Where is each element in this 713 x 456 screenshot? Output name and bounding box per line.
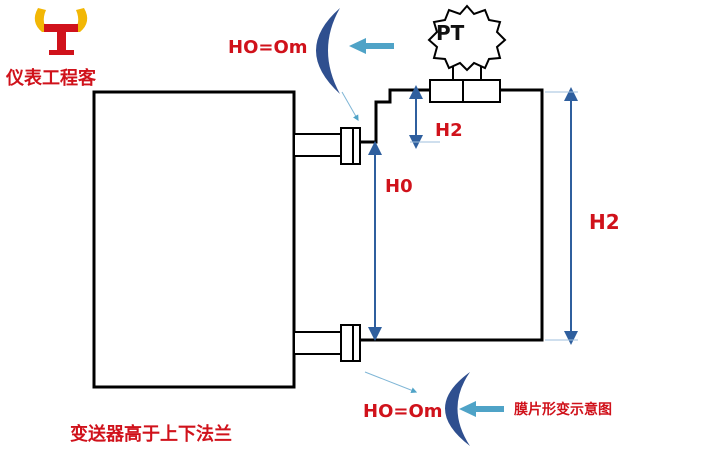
- top-flange: [429, 58, 501, 103]
- pt-label: PT: [436, 21, 465, 45]
- caption-diaphragm: 膜片形变示意图: [514, 402, 612, 418]
- brand-name: 仪表工程客: [6, 68, 96, 89]
- h2-big-label: H2: [589, 210, 620, 234]
- h2-small-label: H2: [435, 120, 463, 141]
- upper-nozzle: [293, 127, 361, 165]
- leader-line-top: [341, 91, 359, 122]
- pressure-transmitter-icon: [427, 4, 507, 72]
- transmitter-box: [92, 90, 296, 389]
- ho-top-label: HO=Om: [228, 37, 308, 58]
- lower-nozzle: [293, 324, 361, 362]
- caption-main: 变送器高于上下法兰: [70, 424, 232, 445]
- leader-line-bottom: [364, 371, 418, 394]
- diaphragm-top-icon: [316, 8, 340, 94]
- pressure-arrow-top-icon: [349, 38, 394, 54]
- ho-bottom-label: HO=Om: [363, 401, 443, 422]
- diaphragm-bottom-icon: [445, 372, 470, 446]
- pressure-arrow-bottom-icon: [459, 401, 504, 417]
- h0-label: H0: [385, 176, 413, 197]
- brand-logo-icon: [34, 8, 88, 55]
